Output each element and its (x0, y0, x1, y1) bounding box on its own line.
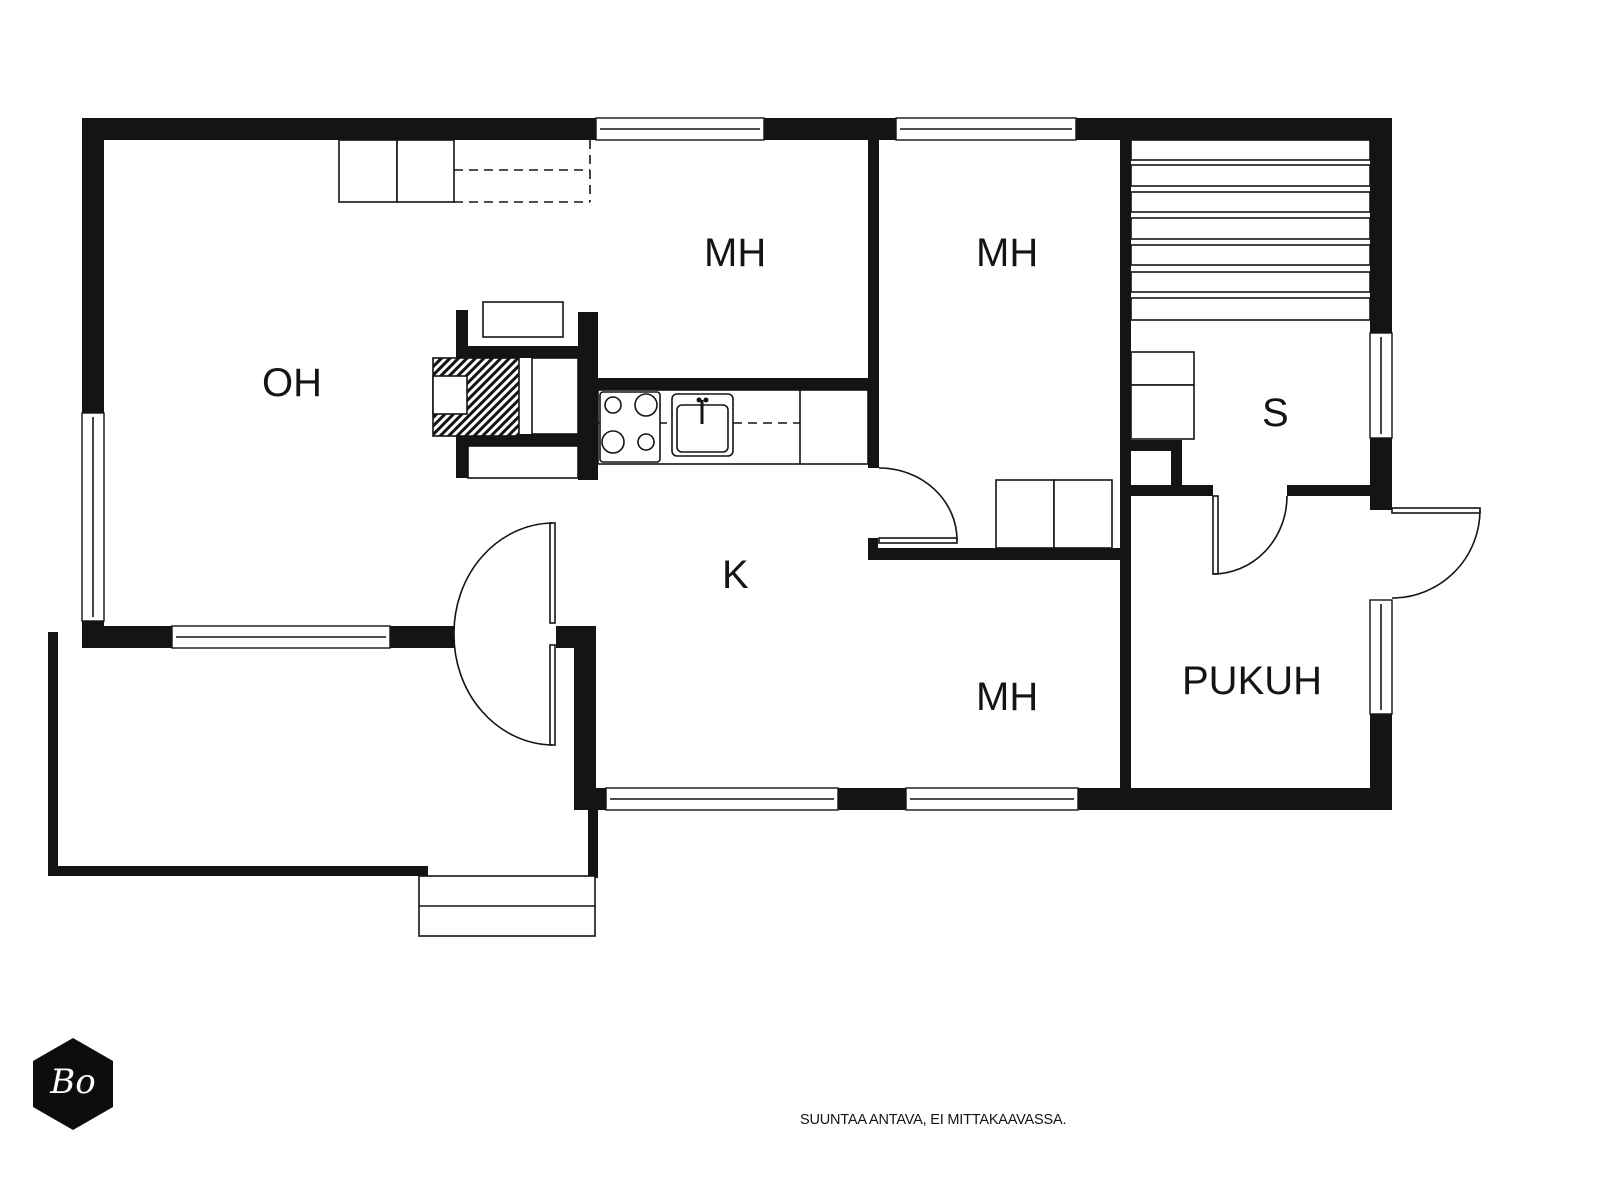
logo-hexagon-icon (33, 1038, 113, 1130)
wardrobe-mh (995, 479, 1113, 549)
room-label-pukuh: PUKUH (1182, 659, 1322, 703)
window-bottom-1 (605, 787, 839, 811)
window-top-1 (595, 117, 765, 141)
window-left (81, 412, 105, 622)
sink-icon (671, 393, 734, 457)
interior-walls (596, 140, 1392, 788)
fireplace (432, 301, 598, 480)
door-terrace (453, 522, 556, 746)
terrace (48, 632, 598, 937)
window-oh-bottom (171, 625, 391, 649)
stove-icon (599, 391, 661, 463)
room-label-mh-3: MH (976, 675, 1038, 719)
wardrobe (338, 139, 591, 203)
room-label-s: S (1262, 391, 1289, 435)
kitchen-counter (597, 389, 869, 465)
room-labels: OH MH MH K MH S PUKUH (262, 231, 1322, 719)
windows (81, 117, 1393, 811)
doors (453, 467, 1481, 746)
door-entrance (1391, 507, 1481, 599)
disclaimer-text: SUUNTAA ANTAVA, EI MITTAKAAVASSA. (800, 1112, 1067, 1128)
door-sauna (1212, 495, 1288, 575)
window-pukuh (1369, 599, 1393, 715)
door-mh2 (878, 467, 958, 544)
sauna-benches (1130, 139, 1371, 440)
window-top-2 (895, 117, 1077, 141)
room-label-oh: OH (262, 361, 322, 405)
room-label-mh-1: MH (704, 231, 766, 275)
window-bottom-2 (905, 787, 1079, 811)
logo-text: Bo (50, 1062, 96, 1102)
room-label-k: K (722, 553, 749, 597)
room-label-mh-2: MH (976, 231, 1038, 275)
window-s (1369, 332, 1393, 439)
